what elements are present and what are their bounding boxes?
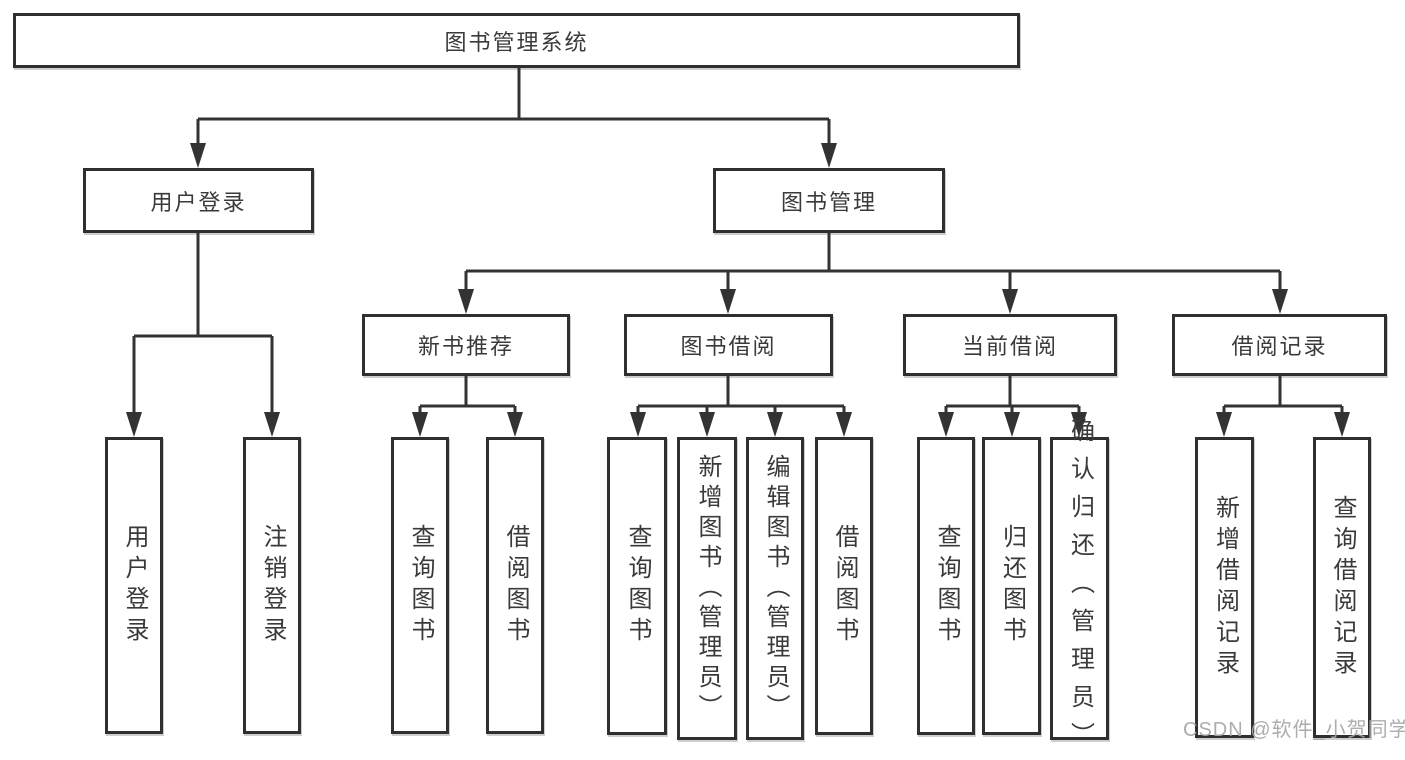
node-label: 新增借阅记录 [1211, 494, 1239, 681]
node-label: 归还图书 [998, 524, 1026, 648]
node-borrowing-records: 借阅记录 [1172, 314, 1387, 376]
node-label: 新增图书（管理员） [694, 453, 721, 724]
leaf-borrow-books-recommend: 借阅图书 [486, 437, 544, 734]
node-label: 借阅图书 [831, 524, 858, 648]
node-label: 查询图书 [933, 524, 960, 648]
watermark: CSDN @软件_小贺同学 [1183, 719, 1405, 741]
node-book-management: 图书管理 [713, 168, 945, 233]
node-label: 用户登录 [121, 523, 148, 648]
node-label: 查询图书 [624, 524, 651, 648]
node-label: 借阅记录 [1231, 334, 1328, 359]
leaf-borrow-books-borrowing: 借阅图书 [815, 437, 873, 735]
node-label: 当前借阅 [961, 334, 1058, 359]
leaf-return-books: 归还图书 [982, 437, 1041, 735]
node-label: 图书借阅 [680, 334, 777, 359]
node-book-borrowing: 图书借阅 [624, 314, 833, 376]
node-label: 图书管理系统 [444, 29, 589, 55]
leaf-user-login: 用户登录 [105, 437, 163, 734]
node-label: 注销登录 [259, 523, 286, 648]
node-new-book-recommend: 新书推荐 [362, 314, 570, 376]
node-library-system: 图书管理系统 [13, 13, 1020, 68]
node-label: 编辑图书（管理员） [762, 453, 789, 724]
node-label: 查询图书 [407, 523, 434, 648]
node-label: 新书推荐 [417, 334, 514, 359]
node-label: 图书管理 [780, 189, 877, 215]
node-user-login: 用户登录 [83, 168, 314, 233]
leaf-confirm-return-admin: 确认归还（管理员） [1050, 418, 1109, 760]
leaf-query-books-current: 查询图书 [917, 437, 975, 735]
node-current-borrowing: 当前借阅 [903, 314, 1117, 376]
node-label: 查询借阅记录 [1329, 494, 1356, 681]
node-label: 借阅图书 [502, 523, 529, 648]
leaf-query-borrow-record: 查询借阅记录 [1313, 437, 1371, 738]
leaf-query-books-recommend: 查询图书 [391, 437, 449, 734]
leaf-add-book-admin: 新增图书（管理员） [677, 437, 737, 740]
leaf-add-borrow-record: 新增借阅记录 [1195, 437, 1254, 738]
node-label: 确认归还（管理员） [1066, 417, 1094, 760]
leaf-query-books-borrowing: 查询图书 [607, 437, 667, 735]
leaf-logout: 注销登录 [243, 437, 301, 734]
node-label: 用户登录 [150, 189, 247, 215]
leaf-edit-book-admin: 编辑图书（管理员） [746, 437, 804, 740]
